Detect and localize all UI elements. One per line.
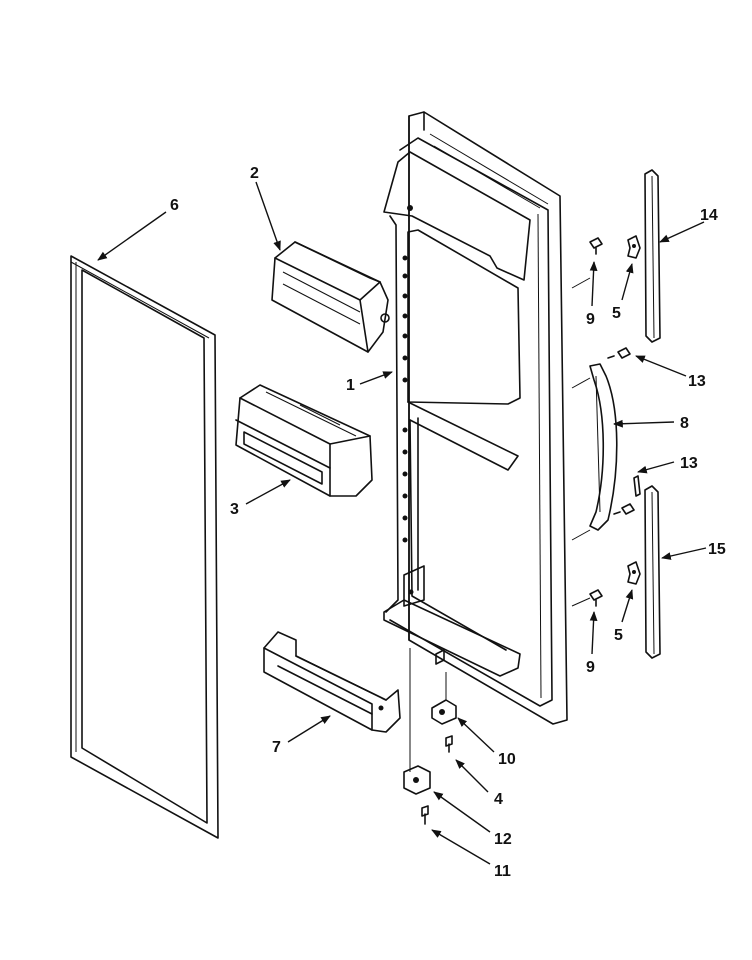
callout-13-top: 13: [688, 373, 706, 390]
callout-4: 4: [494, 791, 503, 808]
callout-14: 14: [700, 207, 718, 224]
callout-8: 8: [680, 415, 689, 432]
part-12-hinge-block: [403, 648, 431, 795]
callout-11: 11: [494, 863, 511, 880]
part-5-clip-bottom: [627, 561, 641, 585]
callout-5-top: 5: [612, 305, 621, 322]
callout-15: 15: [708, 541, 726, 558]
callout-9-bottom: 9: [586, 659, 595, 676]
callout-6: 6: [170, 197, 179, 214]
part-2-dairy-compartment: [271, 241, 390, 353]
part-14-trim-strip: [644, 169, 661, 343]
callout-labels: 2 6 1 3 7 14 5 9 13 8 13 15 5 9 10 4 12 …: [170, 165, 726, 880]
callout-10: 10: [498, 751, 516, 768]
callout-5-bottom: 5: [614, 627, 623, 644]
part-5-clip-top: [627, 235, 641, 259]
part-8-door-handle: [589, 363, 618, 531]
part-9-screw-bottom: [589, 589, 603, 607]
part-9-screw-top: [589, 237, 603, 255]
callout-13-bottom: 13: [680, 455, 698, 472]
leader-lines: [97, 181, 707, 865]
part-4-screw: [445, 735, 453, 753]
part-11-screw: [421, 805, 429, 825]
part-13-screw-bottom: [613, 475, 641, 515]
callout-1: 1: [346, 377, 355, 394]
alignment-lines: [571, 277, 591, 607]
callout-2: 2: [250, 165, 259, 182]
part-7-lower-bin: [263, 631, 401, 733]
part-3-door-bin: [235, 384, 373, 497]
callout-3: 3: [230, 501, 239, 518]
callout-7: 7: [272, 739, 281, 756]
part-10-hinge-bracket: [431, 649, 457, 725]
part-15-trim-strip: [644, 485, 661, 659]
part-13-screw-top: [607, 347, 631, 359]
callout-12: 12: [494, 831, 512, 848]
part-1-door-liner: [383, 111, 568, 725]
part-6-door-gasket: [70, 255, 219, 839]
callout-9-top: 9: [586, 311, 595, 328]
